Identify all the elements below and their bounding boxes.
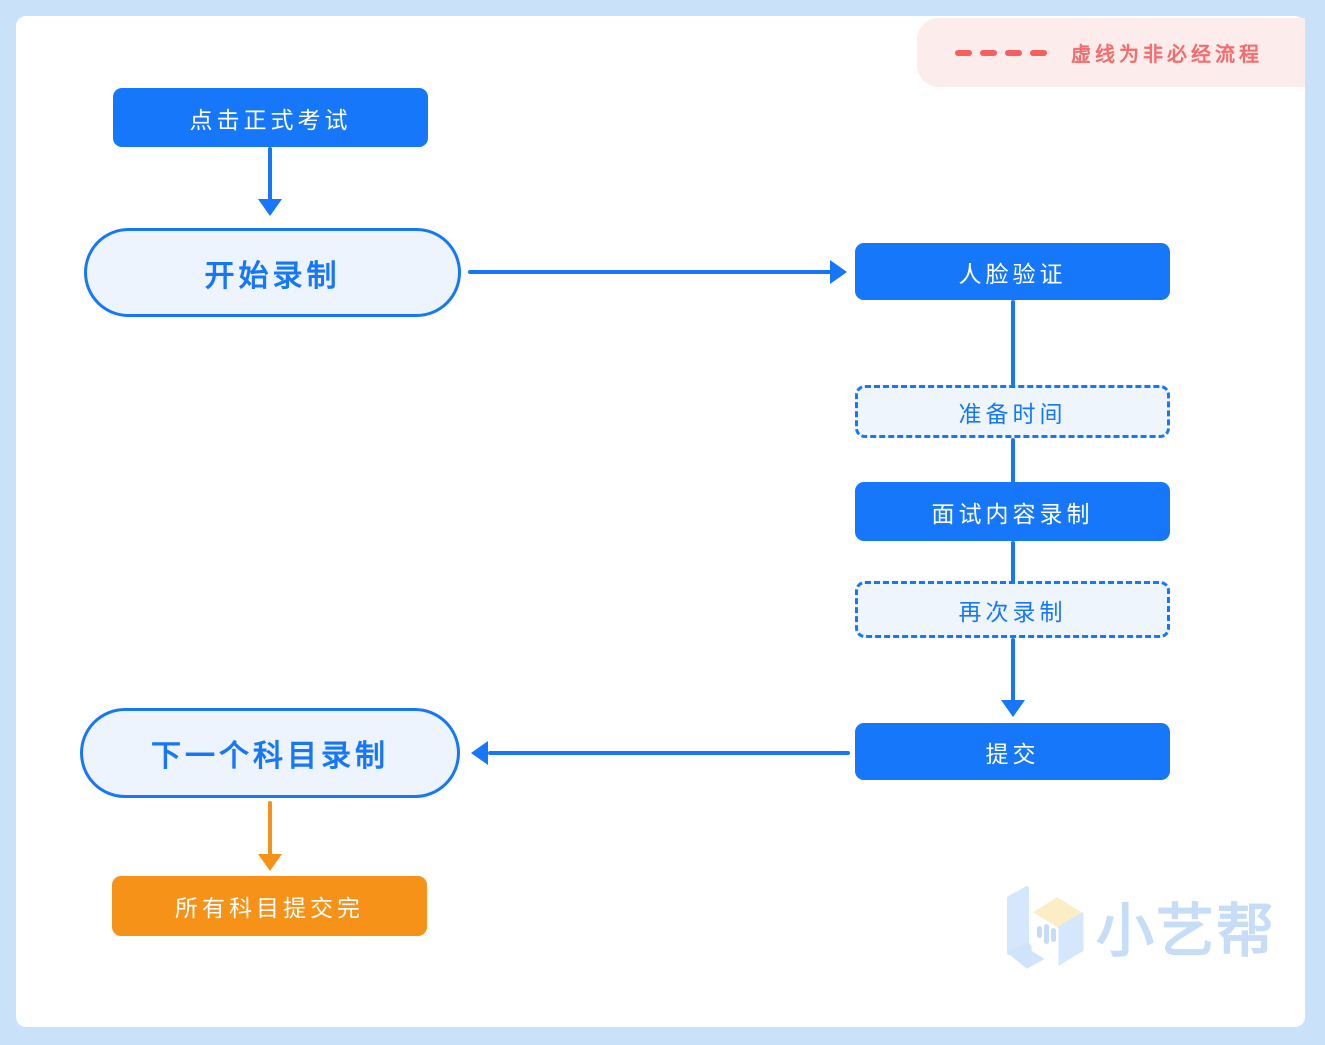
arrow-click-to-start: [268, 147, 272, 201]
brand-name: 小艺帮: [1096, 899, 1277, 964]
line-prep-to-interview: [1011, 438, 1015, 483]
line-interview-to-rerecord: [1011, 541, 1015, 582]
flow-node-submit: 提交: [855, 723, 1170, 780]
line-face-to-prep: [1011, 300, 1015, 386]
legend: 虚线为非必经流程: [917, 18, 1305, 87]
legend-label: 虚线为非必经流程: [1071, 44, 1263, 66]
flow-node-start-recording: 开始录制: [84, 228, 461, 317]
flow-node-rerecord: 再次录制: [855, 581, 1170, 638]
arrow-submit-to-next: [488, 751, 850, 755]
flow-node-interview-recording: 面试内容录制: [855, 482, 1170, 541]
flow-node-prep-time: 准备时间: [855, 385, 1170, 438]
flow-node-next-subject: 下一个科目录制: [80, 708, 460, 798]
arrow-start-to-face: [468, 270, 832, 274]
arrowhead-down-icon: [258, 199, 282, 216]
flow-node-face-verify: 人脸验证: [855, 243, 1170, 300]
legend-dashed-line-icon: [955, 49, 1047, 56]
arrowhead-left-icon: [471, 741, 488, 765]
arrowhead-down-icon: [1001, 700, 1025, 717]
arrowhead-down-icon: [258, 854, 282, 871]
flow-node-click-exam: 点击正式考试: [113, 88, 428, 147]
flow-node-all-submitted: 所有科目提交完: [112, 876, 427, 936]
arrow-rerecord-to-submit: [1011, 638, 1015, 702]
brand-logo: 小艺帮: [1006, 886, 1276, 978]
logo-cube-icon: [1007, 886, 1084, 969]
arrowhead-right-icon: [830, 260, 847, 284]
arrow-next-to-done: [268, 801, 272, 856]
